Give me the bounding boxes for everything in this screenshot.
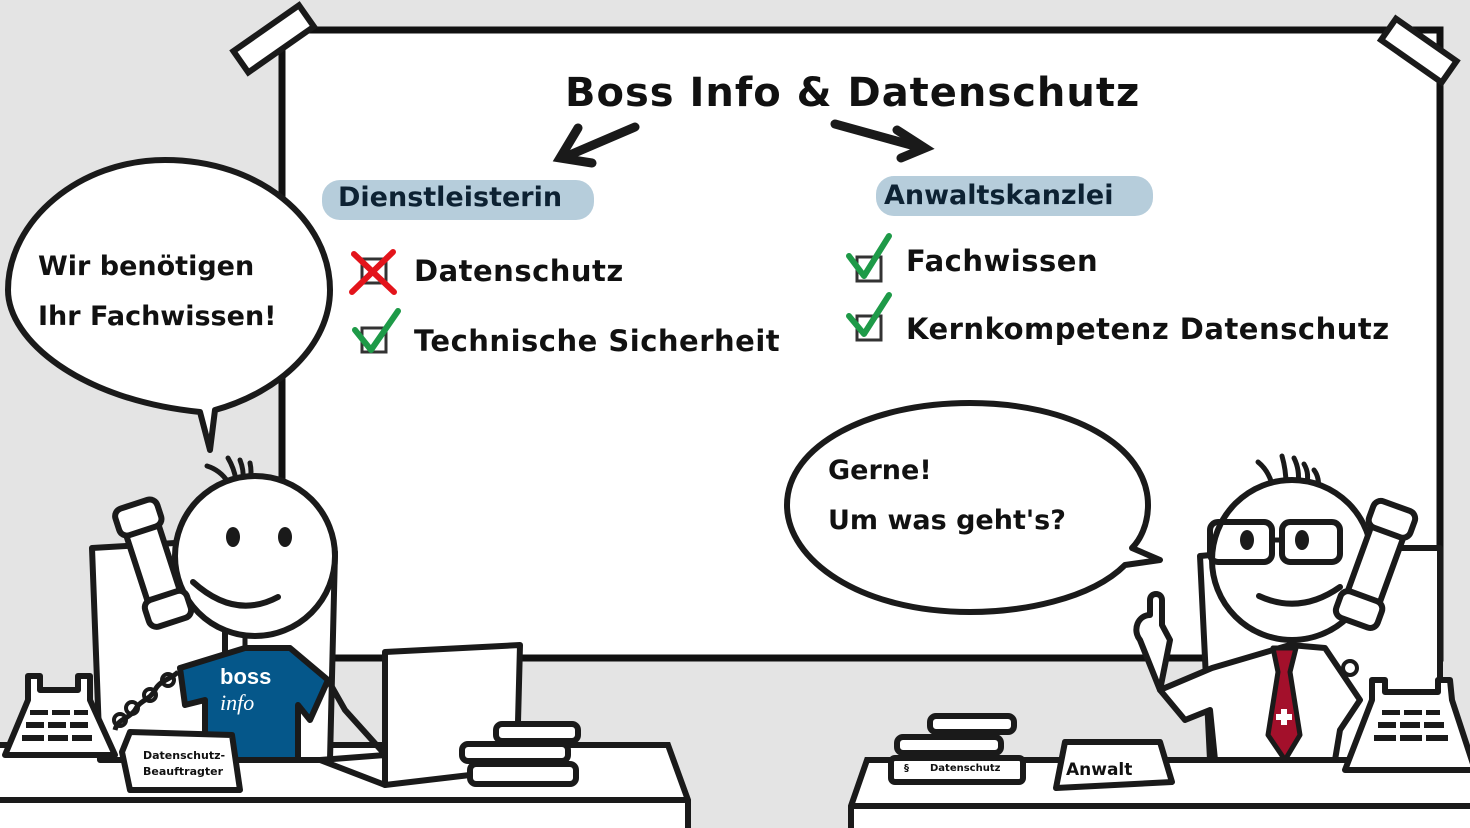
right-character (1133, 453, 1419, 763)
whiteboard-title: Boss Info & Datenschutz (565, 70, 1141, 116)
speech-bubble-right (784, 400, 1163, 615)
telephone-right (1342, 677, 1470, 773)
column-heading-dienstleisterin: Dienstleisterin (338, 182, 563, 213)
book-label-datenschutz: Datenschutz (930, 763, 1001, 774)
list-item-fachwissen: Fachwissen (906, 244, 1099, 278)
column-heading-anwaltskanzlei: Anwaltskanzlei (884, 180, 1114, 211)
nameplate-right-text: Anwalt (1066, 760, 1133, 780)
speech-left-line2: Ihr Fachwissen! (38, 301, 277, 332)
heading-highlight-left (322, 180, 594, 220)
speech-left-line1: Wir benötigen (38, 251, 255, 282)
heading-highlight-right (876, 176, 1153, 216)
checkbox-check-fachwissen (846, 233, 892, 283)
list-item-technische-sicherheit: Technische Sicherheit (414, 324, 781, 358)
tape-top-right (1376, 14, 1461, 87)
list-item-datenschutz: Datenschutz (414, 254, 624, 288)
shirt-logo-info: info (220, 690, 255, 715)
nameplate-left-line2: Beauftragter (143, 765, 224, 778)
arrow-right-icon (830, 119, 935, 163)
telephone-left (2, 673, 118, 758)
nameplate-right (1053, 739, 1175, 791)
checkbox-cross-datenschutz (349, 249, 397, 295)
book-stack-right (888, 713, 1026, 785)
tape-top-left (229, 1, 319, 77)
nameplate-left (119, 729, 243, 793)
speech-bubble-left (5, 157, 333, 453)
paragraph-icon: § (904, 763, 909, 774)
checkbox-check-kernkompetenz (846, 292, 892, 342)
checkbox-check-technische-sicherheit (352, 308, 401, 354)
shirt-logo-boss: boss (220, 664, 272, 689)
speech-right-line1: Gerne! (828, 455, 932, 486)
list-item-kernkompetenz-datenschutz: Kernkompetenz Datenschutz (906, 312, 1390, 346)
nameplate-left-line1: Datenschutz- (143, 749, 226, 762)
speech-right-line2: Um was geht's? (828, 505, 1066, 536)
book-stack-left (459, 721, 581, 787)
arrow-left-icon (552, 122, 640, 168)
